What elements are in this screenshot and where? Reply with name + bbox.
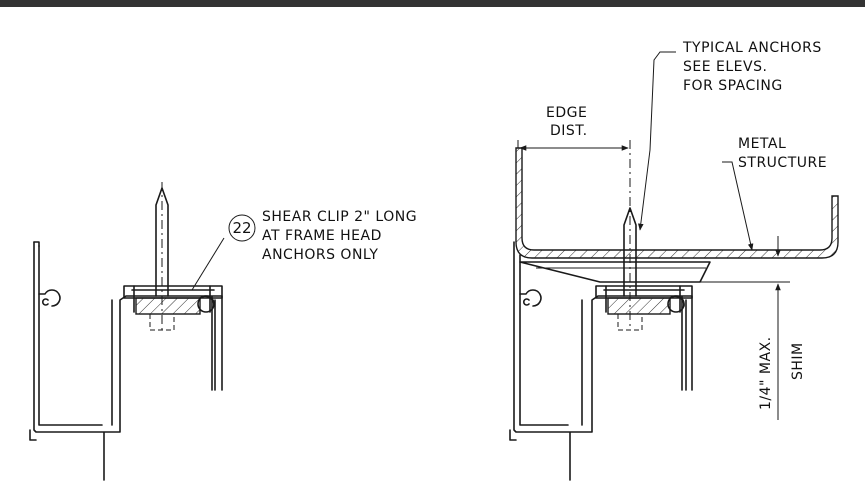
shear-clip-note-line-3: ANCHORS ONLY	[262, 247, 378, 263]
detail-tag-number: 22	[232, 219, 251, 237]
left-detail	[29, 182, 225, 481]
shear-clip-note-line-2: AT FRAME HEAD	[262, 228, 382, 244]
left-anchor-screw	[155, 187, 169, 297]
anchor-note-line-2: SEE ELEVS.	[683, 59, 767, 75]
right-snap-hook	[519, 289, 542, 307]
right-frame-profile	[513, 241, 693, 481]
top-border	[0, 0, 865, 7]
detail-tag-circle	[228, 214, 256, 242]
edge-dist-label-line-1: EDGE	[546, 105, 587, 121]
shim-wedge	[519, 261, 711, 283]
left-frame-profile	[33, 241, 223, 481]
shear-clip-note-line-1: SHEAR CLIP 2" LONG	[262, 209, 417, 225]
shim-dimension-label: 1/4" MAX.	[758, 336, 774, 410]
anchor-note-line-3: FOR SPACING	[683, 78, 783, 94]
shim-label: SHIM	[790, 342, 806, 380]
right-thermal-pad	[607, 297, 671, 315]
right-detail	[509, 51, 839, 481]
metal-structure-channel	[515, 147, 839, 259]
left-thermal-pad	[135, 297, 201, 315]
left-snap-hook	[38, 289, 61, 307]
edge-dist-label-line-2: DIST.	[550, 123, 588, 139]
right-anchor-screw	[623, 207, 637, 297]
anchor-note-line-1: TYPICAL ANCHORS	[682, 40, 822, 56]
metal-structure-label-line-2: STRUCTURE	[738, 155, 827, 171]
metal-structure-label-line-1: METAL	[738, 136, 786, 152]
